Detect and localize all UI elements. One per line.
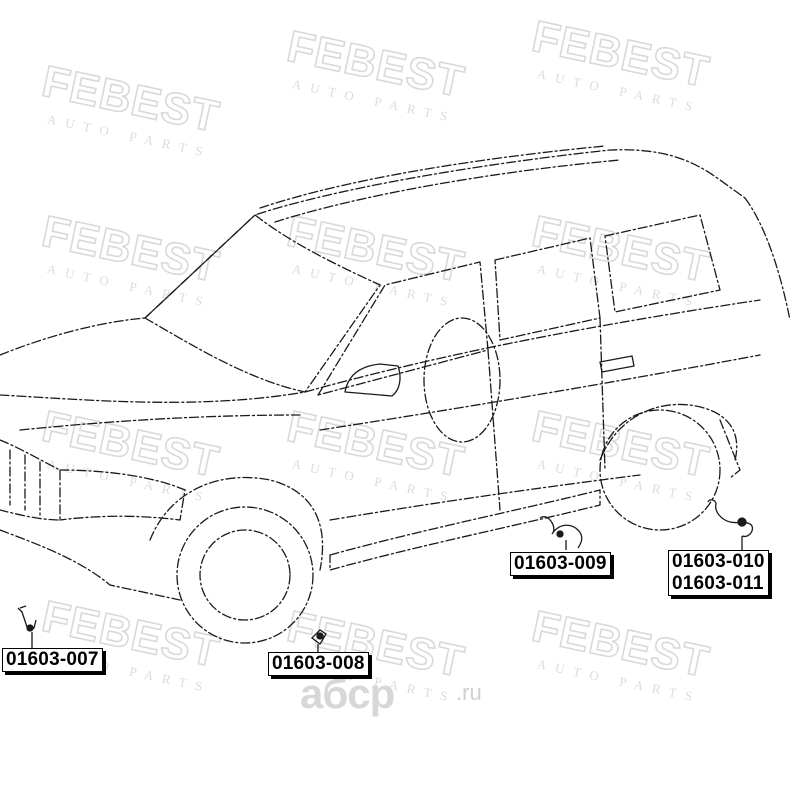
door-seam-rear xyxy=(599,317,606,471)
mud-flap xyxy=(719,419,741,479)
site-logo-text: aбcp xyxy=(300,670,395,717)
part-label-01603-010[interactable]: 01603-010 01603-011 xyxy=(668,550,769,596)
door-seam-front xyxy=(487,349,501,511)
body-lower xyxy=(319,354,761,521)
hood xyxy=(0,317,306,431)
part-number: 01603-007 xyxy=(6,649,99,670)
front-door-window xyxy=(317,261,489,396)
site-logo-domain: .ru xyxy=(456,680,482,705)
part-label-01603-008[interactable]: 01603-008 xyxy=(268,652,369,676)
part-number: 01603-011 xyxy=(672,573,764,594)
side-mirror xyxy=(344,363,401,397)
part-label-01603-007[interactable]: 01603-007 xyxy=(2,648,103,672)
part-number: 01603-008 xyxy=(272,653,365,674)
front-wheel xyxy=(176,506,314,644)
running-board xyxy=(329,489,601,571)
part-01603-009-sensor-harness xyxy=(539,516,583,550)
spare-wheel xyxy=(423,317,501,443)
rear-pillar xyxy=(744,197,791,321)
part-01603-007-sensor xyxy=(17,605,37,648)
front-wheel-hub xyxy=(199,529,291,621)
part-01603-010-sensor-harness xyxy=(707,499,754,550)
part-01603-008-sensor xyxy=(311,629,327,654)
part-number: 01603-009 xyxy=(514,553,607,574)
part-number: 01603-010 xyxy=(672,551,765,572)
headlamp xyxy=(59,469,186,521)
site-logo: aбcp .ru xyxy=(300,672,510,716)
rear-wheel xyxy=(599,409,721,531)
quarter-window xyxy=(604,214,721,313)
grille xyxy=(0,439,61,521)
part-label-01603-009[interactable]: 01603-009 xyxy=(510,552,611,576)
front-bumper xyxy=(0,529,181,601)
roof-line xyxy=(144,149,746,319)
roof-rack xyxy=(259,145,621,223)
rear-wheel-arch xyxy=(599,403,738,461)
grille-slats xyxy=(9,449,41,516)
side-belt xyxy=(304,299,761,393)
